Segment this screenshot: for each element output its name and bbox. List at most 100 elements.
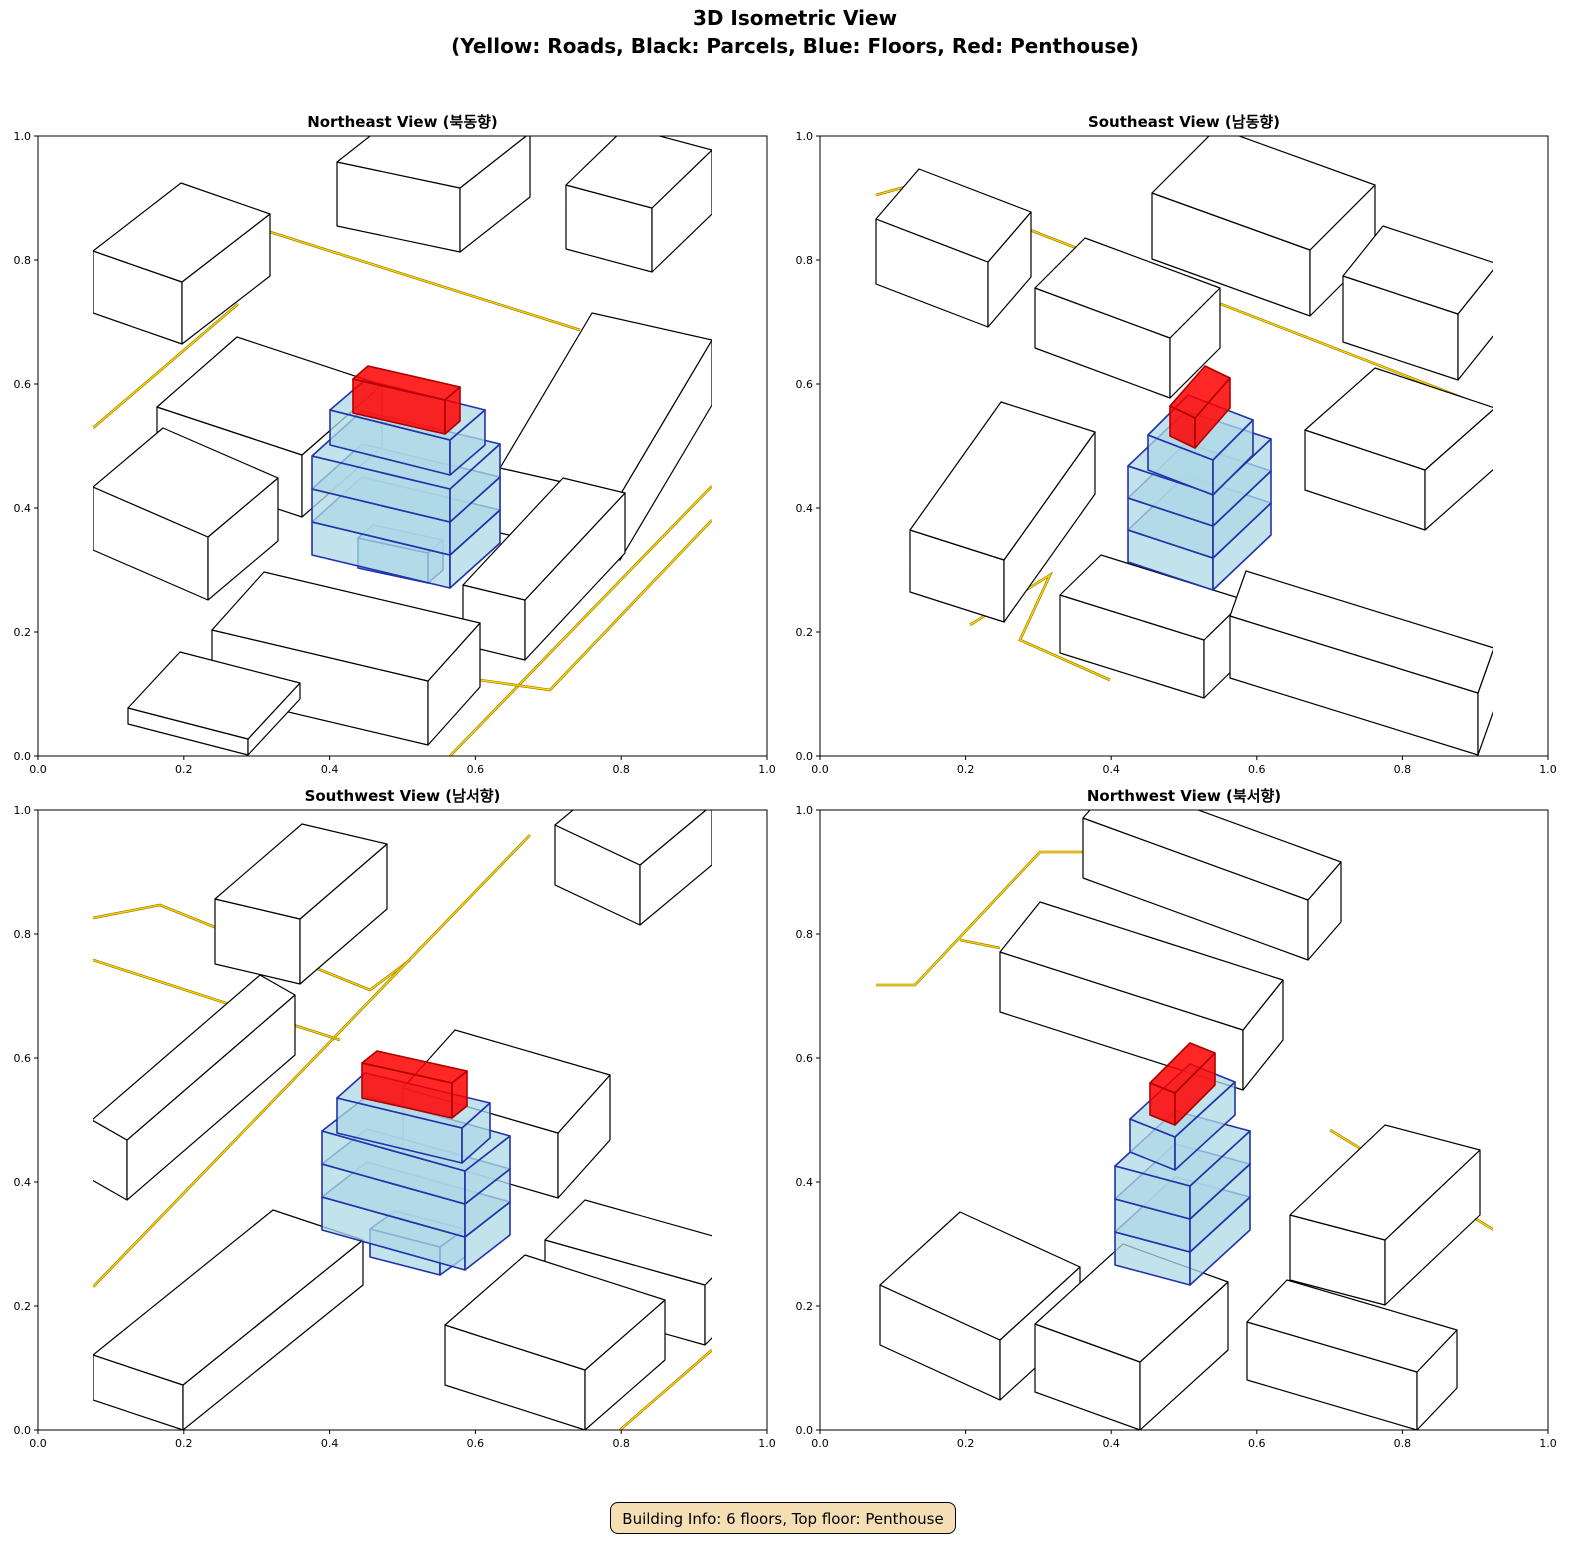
figure-title: 3D Isometric View [692,6,898,30]
penthouse-block [361,1050,468,1084]
x-tick-label: 0.8 [1394,1437,1412,1450]
y-tick-label: 0.6 [796,378,814,391]
x-tick-label: 0.4 [321,1437,339,1450]
parcel-building [1034,237,1221,339]
panel-title: Southwest View (남서향) [305,787,501,805]
y-tick-label: 0.6 [14,378,32,391]
scene [93,810,712,1430]
y-tick-label: 0.0 [14,1424,32,1437]
parcel-building [1246,1279,1458,1373]
y-tick-label: 0.8 [796,928,814,941]
road-line [93,834,531,1288]
road-line [479,519,712,691]
y-tick-label: 1.0 [14,804,32,817]
view-panel-northwest: Northwest View (북서향) 0.0 0.2 0.4 0.6 0.8 1.0 0.… [796,787,1557,1450]
x-tick-label: 0.8 [612,1437,630,1450]
road-line [619,1349,712,1430]
parcel-building [93,427,279,538]
parcel-building [639,810,712,926]
x-tick-label: 0.2 [957,1437,975,1450]
axes-frame [37,809,768,1431]
parcel-building [211,571,481,682]
road-line [449,485,712,756]
figure-subtitle: (Yellow: Roads, Black: Parcels, Blue: Fl… [451,34,1139,58]
y-tick-label: 1.0 [796,804,814,817]
penthouse-block [1169,365,1231,419]
parcel-building [651,149,712,273]
y-tick-label: 0.0 [14,750,32,763]
parcel-building [93,1209,364,1386]
road-line [269,231,581,331]
view-panel-southwest: Southwest View (남서향) 0.0 0.2 0.4 0.6 0.8 1.0 0.… [14,787,776,1450]
parcel-building [1229,570,1493,694]
panel-title: Northeast View (북동향) [307,113,498,131]
parcel-building [127,651,301,740]
parcel-building [444,1254,666,1371]
x-tick-label: 0.0 [29,763,47,776]
parcel-building [565,136,712,209]
axes-frame [819,135,1549,757]
y-tick-label: 1.0 [14,130,32,143]
parcel-building [879,1211,1081,1341]
parcel-building [93,182,271,283]
x-tick-label: 0.6 [467,1437,485,1450]
scene [876,810,1493,1430]
y-tick-label: 0.8 [14,928,32,941]
y-tick-label: 0.2 [14,1300,32,1313]
parcel-building [704,1277,712,1346]
y-tick-label: 0.8 [14,254,32,267]
x-tick-label: 0.2 [957,763,975,776]
parcel-building [1082,810,1342,901]
panel-title: Northwest View (북서향) [1087,787,1281,805]
y-tick-label: 0.6 [14,1052,32,1065]
x-tick-label: 1.0 [1539,1437,1557,1450]
parcel-building [1151,136,1376,251]
x-tick-label: 0.0 [811,1437,829,1450]
x-tick-label: 0.8 [612,763,630,776]
axes-frame [819,809,1549,1431]
road-line [876,851,1100,986]
parcel-building [1477,649,1493,756]
y-tick-label: 0.0 [796,750,814,763]
x-tick-label: 0.6 [1248,1437,1266,1450]
x-tick-label: 0.2 [175,1437,193,1450]
x-tick-label: 0.8 [1394,763,1412,776]
x-tick-label: 0.0 [29,1437,47,1450]
parcel-building [544,1199,712,1286]
x-tick-label: 0.0 [811,763,829,776]
penthouse-block [1149,1042,1216,1094]
panel-title: Southeast View (남동향) [1088,113,1280,131]
scene [875,136,1493,756]
axes-frame [37,135,768,757]
y-tick-label: 0.2 [796,626,814,639]
y-tick-label: 0.2 [796,1300,814,1313]
parcel-building [1304,367,1493,471]
y-tick-label: 0.0 [796,1424,814,1437]
y-tick-label: 0.2 [14,626,32,639]
parcel-building [459,136,531,253]
x-tick-label: 1.0 [758,763,776,776]
road-line [93,303,239,429]
parcel-building [336,136,528,189]
x-tick-label: 0.6 [467,763,485,776]
parcel-building [875,168,1032,263]
y-tick-label: 0.4 [796,1176,814,1189]
y-tick-label: 0.4 [796,502,814,515]
parcel-building [93,974,296,1141]
parcel-building [1342,225,1493,315]
penthouse-block [352,365,461,401]
parcel-building [1289,1124,1481,1241]
y-tick-label: 0.8 [796,254,814,267]
parcel-building [1424,408,1493,531]
parcel-building [554,810,707,866]
y-tick-label: 0.6 [796,1052,814,1065]
parcel-building [214,823,388,920]
y-tick-label: 1.0 [796,130,814,143]
building-info-box: Building Info: 6 floors, Top floor: Pent… [610,1502,956,1534]
view-panel-southeast: Southeast View (남동향) 0.0 0.2 0.4 0.6 0.8 1.0 0.… [796,113,1557,776]
x-tick-label: 0.4 [1102,763,1120,776]
parcel-building [1457,269,1493,381]
y-tick-label: 0.4 [14,1176,32,1189]
